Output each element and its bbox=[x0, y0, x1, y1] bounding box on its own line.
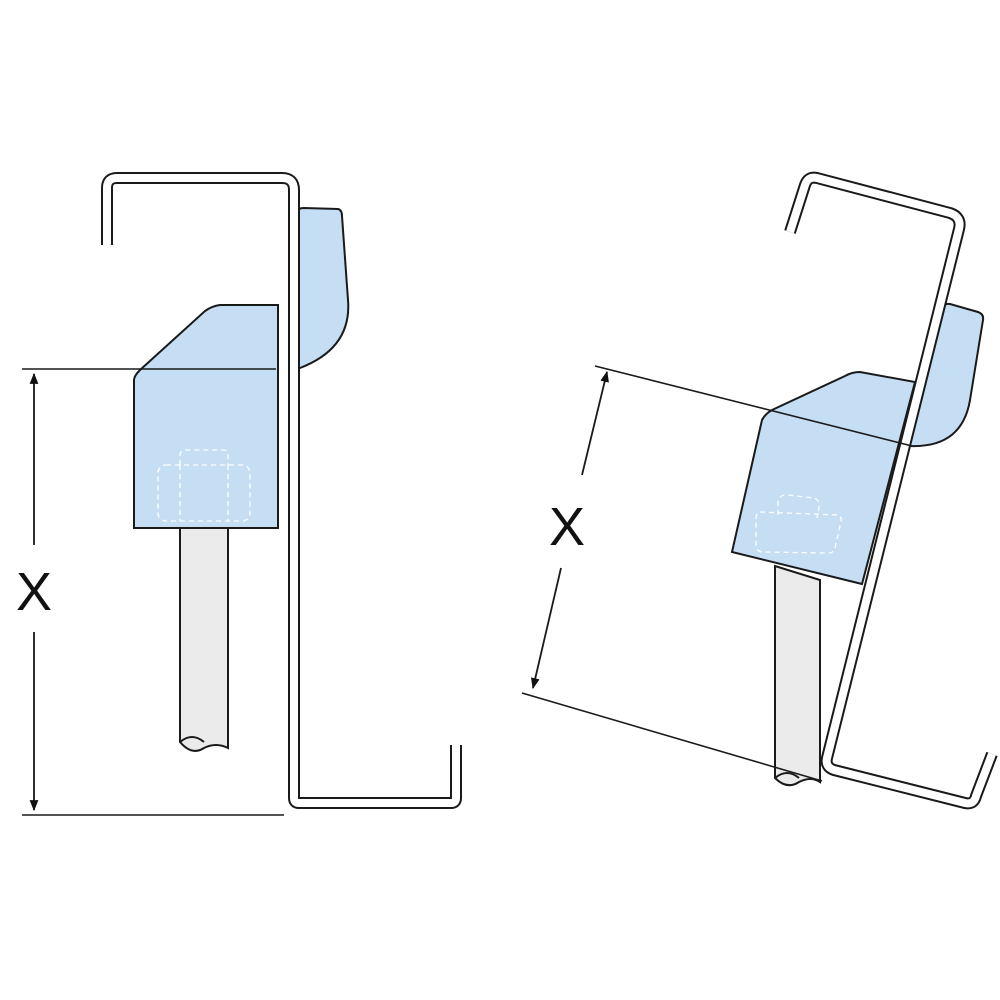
left-rod bbox=[179, 527, 229, 752]
right-bracket-body bbox=[730, 370, 917, 586]
left-figure: X bbox=[16, 172, 462, 816]
left-dimension-label: X bbox=[16, 562, 52, 622]
left-bracket-body bbox=[133, 304, 279, 529]
right-rod-end-curve bbox=[774, 772, 800, 779]
right-extension-line-top bbox=[594, 365, 913, 447]
left-bracket-tab bbox=[295, 206, 350, 369]
right-extension-line-bottom bbox=[521, 692, 823, 782]
right-dimension-arrow-up bbox=[581, 370, 609, 476]
right-hidden-lines bbox=[755, 494, 842, 554]
right-dimension-arrow-down bbox=[530, 567, 562, 690]
left-wire-clip bbox=[103, 174, 460, 807]
right-rod bbox=[774, 564, 821, 787]
right-dimension-label: X bbox=[549, 497, 585, 557]
right-figure: X bbox=[521, 171, 998, 810]
left-hidden-lines bbox=[157, 449, 251, 522]
right-wire-clip bbox=[786, 173, 996, 808]
left-rod-end-curve bbox=[179, 736, 205, 743]
